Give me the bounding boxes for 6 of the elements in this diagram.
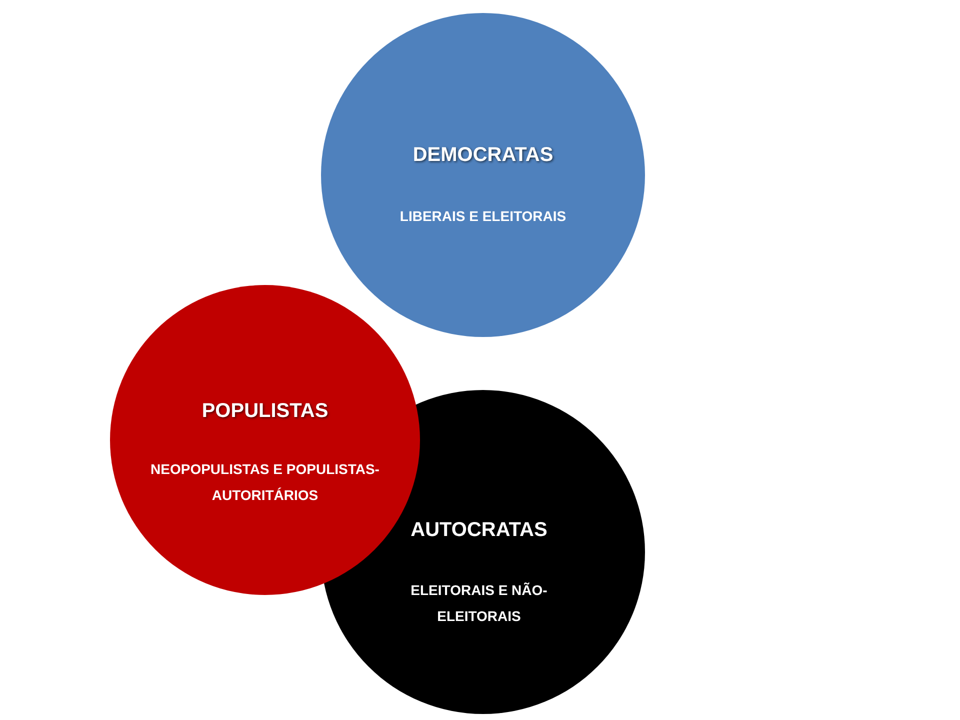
circle-subtitle: LIBERAIS E ELEITORAIS [400,207,566,226]
circle-heading: AUTOCRATAS [410,519,548,542]
circle-heading: DEMOCRATAS [412,144,554,167]
circle-subtitle: ELEITORAIS E NÃO-ELEITORAIS [410,581,548,626]
circle-subtitle: NEOPOPULISTAS E POPULISTAS-AUTORITÁRIOS [150,460,380,505]
circle-heading: POPULISTAS [202,400,328,423]
